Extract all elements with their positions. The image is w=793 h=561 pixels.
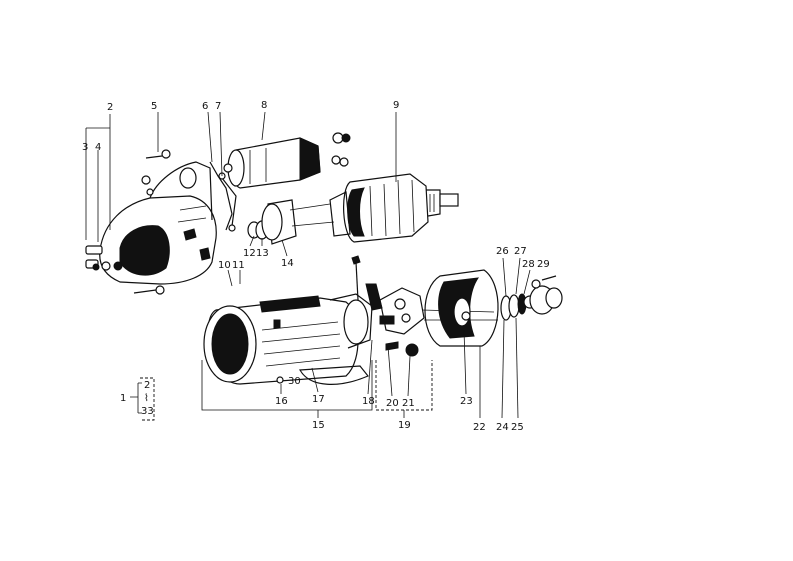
leader-lines bbox=[97, 111, 531, 419]
field-frame bbox=[203, 295, 369, 385]
callout-17: 17 bbox=[312, 394, 325, 405]
legend-last: 33 bbox=[141, 406, 154, 417]
solenoid-switch bbox=[223, 132, 351, 189]
callout-21: 21 bbox=[402, 398, 415, 409]
callout-6: 6 bbox=[202, 101, 208, 112]
callout-26: 26 bbox=[496, 246, 509, 257]
callout-4: 4 bbox=[95, 142, 101, 153]
legend-lead: 1 bbox=[120, 393, 126, 404]
callout-28: 28 bbox=[522, 259, 535, 270]
callout-2: 2 bbox=[107, 102, 113, 113]
callout-8: 8 bbox=[261, 100, 267, 111]
callout-5: 5 bbox=[151, 101, 157, 112]
callout-10: 10 bbox=[218, 260, 231, 271]
callout-14: 14 bbox=[281, 258, 294, 269]
legend-ellipsis: ⌇ bbox=[144, 393, 149, 404]
callout-9: 9 bbox=[393, 100, 399, 111]
callout-19: 19 bbox=[398, 420, 411, 431]
callout-20: 20 bbox=[386, 398, 399, 409]
drive-end-housing bbox=[99, 161, 217, 285]
callout-22: 22 bbox=[473, 422, 486, 433]
callout-29: 29 bbox=[537, 259, 550, 270]
callout-15: 15 bbox=[312, 420, 325, 431]
group-brackets bbox=[85, 127, 433, 418]
callout-23: 23 bbox=[460, 396, 473, 407]
assembly-legend: 1 2 ⌇ 33 bbox=[120, 377, 155, 421]
callout-16: 16 bbox=[275, 396, 288, 407]
callout-11: 11 bbox=[232, 260, 245, 271]
callout-27: 27 bbox=[514, 246, 527, 257]
callout-3: 3 bbox=[82, 142, 88, 153]
engaging-lever bbox=[209, 161, 237, 232]
callout-12: 12 bbox=[243, 248, 256, 259]
drive-pinion bbox=[247, 199, 335, 245]
commutator-end-housing bbox=[424, 269, 499, 347]
callout-7: 7 bbox=[215, 101, 221, 112]
housing-bolts bbox=[85, 149, 171, 295]
callout-24: 24 bbox=[496, 422, 509, 433]
callout-13: 13 bbox=[256, 248, 269, 259]
callout-18: 18 bbox=[362, 396, 375, 407]
field-coil bbox=[329, 255, 383, 349]
callout-labels: 2 3 4 5 6 7 8 9 10 11 12 13 14 15 16 17 … bbox=[82, 100, 550, 433]
callout-25: 25 bbox=[511, 422, 524, 433]
armature bbox=[329, 173, 459, 243]
end-cap-parts bbox=[500, 275, 563, 321]
callout-30: 30 bbox=[288, 376, 301, 387]
legend-first: 2 bbox=[144, 380, 150, 391]
